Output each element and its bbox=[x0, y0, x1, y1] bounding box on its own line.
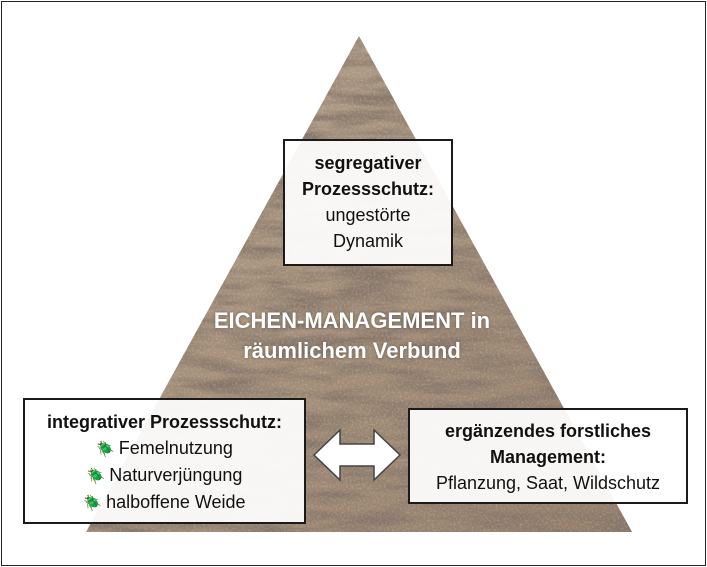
beetle-icon: 🪲 bbox=[86, 467, 106, 485]
integrative-process-protection-box: integrativer Prozessschutz: 🪲Femelnutzun… bbox=[23, 398, 306, 524]
left-box-heading: integrativer Prozessschutz: bbox=[46, 412, 283, 432]
right-box-heading-2: Management: bbox=[489, 447, 606, 467]
double-arrow-icon bbox=[312, 428, 402, 482]
list-item-label: halboffene Weide bbox=[106, 492, 246, 512]
center-title: EICHEN-MANAGEMENT in räumlichem Verbund bbox=[182, 306, 522, 366]
center-title-line-1: EICHEN-MANAGEMENT bbox=[213, 308, 465, 333]
right-box-heading-1: ergänzendes forstliches bbox=[444, 421, 652, 441]
top-box-heading-1: segregativer bbox=[314, 153, 422, 173]
list-item-label: Naturverjüngung bbox=[109, 465, 243, 485]
forestry-management-box: ergänzendes forstliches Management: Pfla… bbox=[408, 408, 688, 504]
list-item: 🪲Femelnutzung bbox=[25, 435, 304, 462]
top-box-text-2: Dynamik bbox=[332, 231, 403, 251]
list-item: 🪲Naturverjüngung bbox=[25, 462, 304, 489]
beetle-icon: 🪲 bbox=[96, 440, 115, 458]
list-item: 🪲halboffene Weide bbox=[25, 489, 304, 516]
top-box-text-1: ungestörte bbox=[325, 205, 411, 225]
right-box-text: Pflanzung, Saat, Wildschutz bbox=[435, 473, 661, 493]
center-title-line-2: in räumlichem Verbund bbox=[243, 308, 491, 363]
segregative-process-protection-box: segregativer Prozessschutz: ungestörte D… bbox=[283, 139, 453, 266]
list-item-label: Femelnutzung bbox=[118, 438, 233, 458]
top-box-heading-2: Prozessschutz: bbox=[301, 179, 435, 199]
beetle-icon: 🪲 bbox=[83, 494, 103, 512]
